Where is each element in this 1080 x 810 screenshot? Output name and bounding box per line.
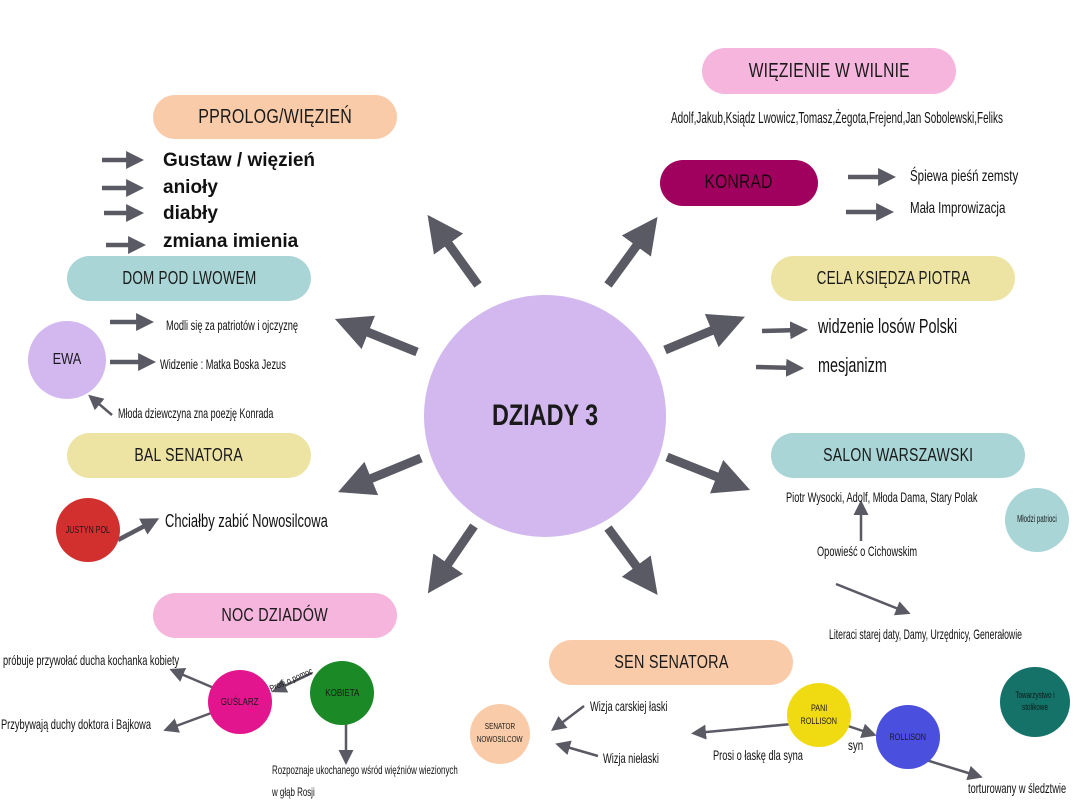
arrow-to-cela [663,313,745,355]
towarzystwo-label: Towarzystwo i stolikowe [1015,690,1055,712]
noc-pill[interactable]: NOC DZIADÓW [153,593,397,638]
prolog-item-1: Gustaw / więzień [163,150,316,171]
cela-item-2: mesjanizm [818,355,887,377]
ewa-label: EWA [52,351,82,368]
noc-title: NOC DZIADÓW [221,605,329,625]
sen-wizja-2: Wizja niełaski [603,750,659,766]
guslarz-circle[interactable]: GUŚLARZ [208,670,272,734]
wiezienie-title: WIĘZIENIE W WILNIE [748,59,910,82]
towarzystwo-circle[interactable]: Towarzystwo i stolikowe [1000,667,1070,737]
arrow-cela-2 [755,358,805,377]
salon-characters: Piotr Wysocki, Adolf, Młoda Dama, Stary … [786,489,978,505]
konrad-item-2: Mała Improwizacja [910,200,1006,217]
sen-syn: syn [848,737,864,753]
ewa-circle[interactable]: EWA [28,321,106,399]
arrow-pani-senator [691,722,793,740]
arrow-cela-1 [761,321,809,340]
arrow-literaci [835,582,911,616]
cela-pill[interactable]: CELA KSIĘDZA PIOTRA [771,256,1015,301]
dom-pill[interactable]: DOM POD LWOWEM [67,256,311,301]
salon-literaci: Literaci starej daty, Damy, Urzędnicy, G… [829,626,1022,642]
rollison-circle[interactable]: ROLLISON [876,705,940,769]
arrow-to-bal [338,453,423,496]
dom-note: Młoda dziewczyna zna poezję Konrada [118,405,274,421]
wiezienie-characters: Adolf,Jakub,Ksiądz Lwowicz,Tomasz,Żegota… [671,110,1003,127]
prolog-item-4: zmiana imienia [163,231,299,252]
bal-pill[interactable]: BAL SENATORA [67,433,311,478]
pani-label-1: PANI [810,702,828,713]
konrad-pill[interactable]: KONRAD [660,160,818,206]
pani-rollison-circle[interactable]: PANI ROLLISON [787,683,851,747]
center-title: DZIADY 3 [491,399,599,432]
prolog-pill[interactable]: PPROLOG/WIĘZIEŃ [153,95,397,139]
noc-left-top: próbuje przywołać ducha kochanka kobiety [3,652,180,668]
cela-title: CELA KSIĘDZA PIOTRA [816,268,970,288]
arrow-pani-rollison [847,723,877,738]
justyn-circle[interactable]: JUSTYN POL [56,498,120,562]
noc-prosi: Prosi o pomoc [267,665,315,694]
bal-item: Chciałby zabić Nowosilcowa [165,511,328,531]
dom-item-1: Modli się za patriotów i ojczyznę [166,317,298,333]
arrow-sen-wizja-1 [551,705,585,732]
arrow-to-noc [427,523,478,594]
sen-prosi: Prosi o łaskę dla syna [713,747,803,763]
sen-title: SEN SENATORA [613,652,729,672]
dom-item-2: Widzenie : Matka Boska Jezus [160,356,286,372]
sen-pill[interactable]: SEN SENATORA [549,640,793,685]
arrow-sen-wizja-2 [555,740,599,758]
guslarz-label: GUŚLARZ [221,696,259,708]
arrow-bal [116,518,160,542]
senator-label-1: SENATOR [484,722,516,732]
kobieta-label: KOBIETA [324,687,360,699]
salon-pill[interactable]: SALON WARSZAWSKI [771,433,1025,478]
noc-bottom-1: Rozpoznaje ukochanego wśród więźniów wie… [272,763,458,777]
arrow-guslarz-2 [163,710,215,733]
prolog-item-3: diabły [163,203,218,224]
arrow-to-wiezienie [604,216,658,288]
sen-wizja-1: Wizja carskiej łaski [590,698,668,714]
sen-torturowany: torturowany w śledztwie [968,780,1067,796]
noc-bottom-2: w głąb Rosji [272,785,315,799]
noc-left-bottom: Przybywają duchy doktora i Bajkowa [1,716,151,732]
center-circle[interactable]: DZIADY 3 [424,295,666,537]
wiezienie-pill[interactable]: WIĘZIENIE W WILNIE [702,48,956,94]
konrad-title: KONRAD [704,172,774,193]
senator-label-2: NOWOSILCOW [477,735,523,744]
arrow-rollison-tortur [925,758,983,781]
cela-item-1: widzenie losów Polski [818,316,958,338]
kobieta-circle[interactable]: KOBIETA [310,661,374,725]
bal-title: BAL SENATORA [134,445,244,465]
arrow-to-salon [665,452,751,494]
konrad-item-1: Śpiewa pieśń zemsty [910,168,1019,185]
prolog-title: PPROLOG/WIĘZIEŃ [198,105,352,128]
pani-label-2: ROLLISON [800,716,838,726]
dom-title: DOM POD LWOWEM [121,268,257,288]
salon-title: SALON WARSZAWSKI [822,445,974,465]
mlodzi-label: Młodzi patrioci [1017,514,1057,525]
mlodzi-circle[interactable]: Młodzi patrioci [1005,488,1069,552]
justyn-label: JUSTYN POL [65,524,111,536]
arrow-ewa-note [88,394,113,416]
arrow-to-prolog [427,214,482,288]
arrow-guslarz-1 [169,668,215,690]
salon-opowiesc: Opowieść o Cichowskim [817,543,918,559]
arrow-to-dom [334,315,419,357]
arrow-to-sen [604,525,658,596]
prolog-item-2: anioły [163,177,218,198]
rollison-label: ROLLISON [889,732,927,742]
senator-circle[interactable]: SENATOR NOWOSILCOW [470,704,530,764]
